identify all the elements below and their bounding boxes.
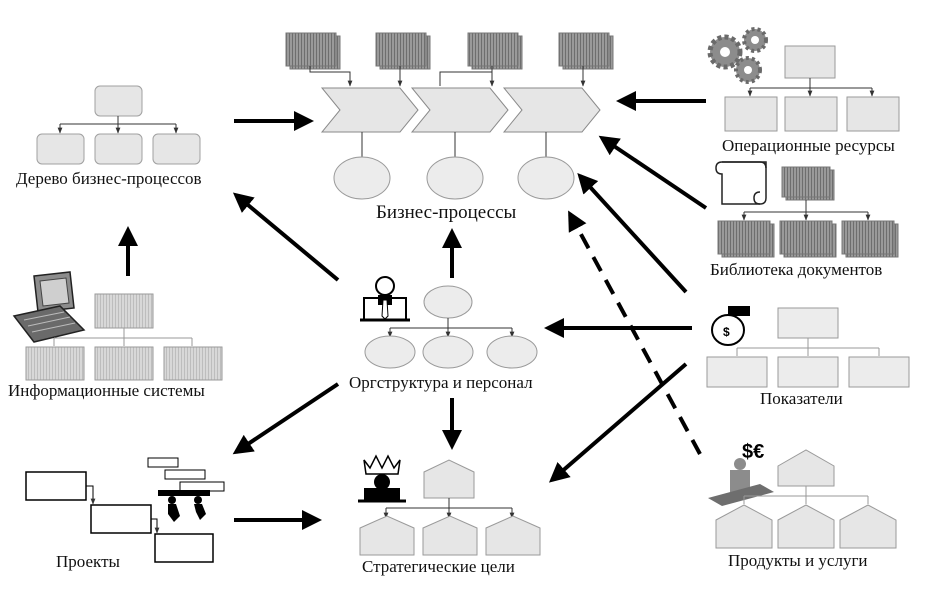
label-strategic-goals: Стратегические цели <box>362 557 515 576</box>
label-products-services: Продукты и услуги <box>728 551 868 570</box>
input-document-1 <box>285 32 341 70</box>
money-bag-icon: $ <box>711 306 750 346</box>
currency-glyph: $€ <box>742 441 764 463</box>
arrow-org-to-tree <box>232 192 340 282</box>
label-business-processes: Бизнес-процессы <box>376 202 517 223</box>
input-document-2 <box>375 32 431 70</box>
business-processes-block: Бизнес-процессы <box>285 32 614 223</box>
document-library-block: Библиотека документов <box>710 161 899 279</box>
arrow-org-to-projects <box>232 382 340 455</box>
label-org-structure: Оргструктура и персонал <box>349 373 533 392</box>
arrow-indicators-to-processes <box>577 173 688 294</box>
laptop-icon <box>12 271 86 343</box>
manager-icon <box>360 276 410 322</box>
arrow-library-to-processes <box>598 135 708 210</box>
label-indicators: Показатели <box>760 389 843 408</box>
workers-icon <box>147 457 225 522</box>
label-operational-resources: Операционные ресурсы <box>722 136 895 155</box>
scroll-icon <box>715 161 767 205</box>
gears-icon <box>707 27 768 84</box>
money-bag-glyph: $ <box>723 325 730 339</box>
input-document-3 <box>467 32 523 70</box>
process-tree-block: Дерево бизнес-процессов <box>16 85 202 188</box>
arrow-indicators-to-goals <box>548 362 688 483</box>
products-services-block: $€ Продукты и услуги <box>708 441 897 570</box>
relation-arrows <box>118 91 708 530</box>
currency-person-icon: $€ <box>708 441 774 506</box>
information-systems-block: Информационные системы <box>8 271 223 400</box>
input-document-4 <box>558 32 614 70</box>
arrow-products-to-processes <box>568 210 702 455</box>
label-projects: Проекты <box>56 552 120 571</box>
strategic-goals-block: Стратегические цели <box>358 454 541 576</box>
label-process-tree: Дерево бизнес-процессов <box>16 169 202 188</box>
operational-resources-block: Операционные ресурсы <box>707 27 900 155</box>
org-structure-block: Оргструктура и персонал <box>349 276 538 392</box>
label-document-library: Библиотека документов <box>710 260 882 279</box>
indicators-block: $ Показатели <box>706 306 910 408</box>
label-information-systems: Информационные системы <box>8 381 205 400</box>
projects-block: Проекты <box>25 457 225 571</box>
king-icon <box>358 454 406 503</box>
